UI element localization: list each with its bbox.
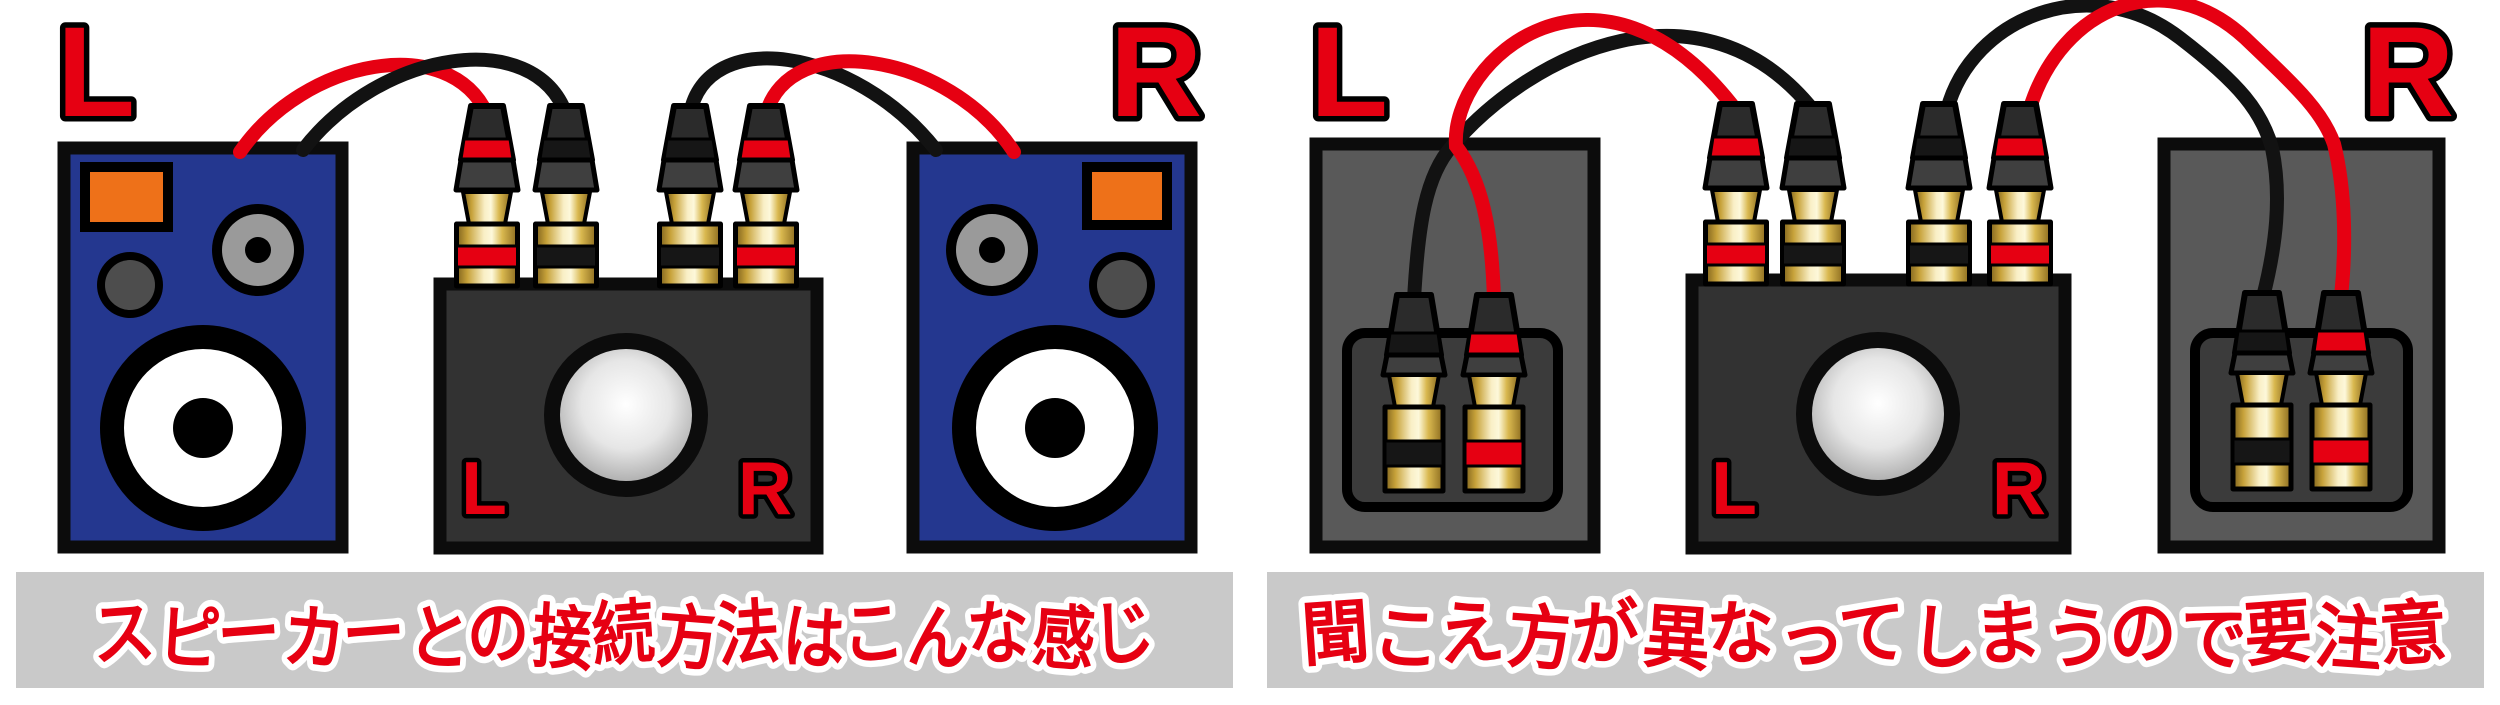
terminal-plug-rear-right-red <box>2310 293 2372 489</box>
terminal-panel <box>1342 328 1563 512</box>
volume-knob-icon <box>1812 348 1944 480</box>
cable-black-amp-to-right-speaker <box>683 51 943 157</box>
cable-black-rear-left-to-amp <box>1407 28 1820 307</box>
bass-port-icon <box>80 162 173 232</box>
cable-red-amp-to-right-speaker <box>759 54 1021 159</box>
mid-driver-icon <box>97 252 163 318</box>
amp-body <box>433 277 824 555</box>
cable-red-rear-left-to-amp <box>1448 13 1743 307</box>
woofer-icon <box>952 325 1158 531</box>
tweeter-icon <box>946 204 1038 296</box>
banana-plug-amp-right-1-red <box>1705 104 1767 284</box>
banana-plug-amp-left-4-red <box>735 106 797 286</box>
amp-channel-label-right: R <box>738 446 792 530</box>
channel-label-right-L: L <box>1310 1 1388 144</box>
amp-right: L R <box>1685 273 2072 555</box>
cables <box>233 0 2352 307</box>
banana-plug-amp-left-2-black <box>535 106 597 286</box>
front-speaker-right <box>906 141 1198 554</box>
amp-channel-label-left: L <box>461 446 507 530</box>
bass-port-icon <box>1082 162 1172 230</box>
amp-channel-label-left: L <box>1711 446 1757 530</box>
rear-speaker-left <box>1309 137 1601 554</box>
terminal-plug-rear-left-black <box>1383 295 1445 491</box>
terminal-panel <box>2190 328 2413 512</box>
amp-left: L R <box>433 277 824 555</box>
banana-plug-amp-left-1-red <box>456 106 518 286</box>
banana-plug-amp-right-2-black <box>1782 104 1844 284</box>
caption-bar-left <box>16 572 1233 688</box>
woofer-icon <box>100 325 306 531</box>
cable-black-left-speaker-to-amp <box>296 52 573 157</box>
amp-channel-label-right: R <box>1992 446 2046 530</box>
tweeter-icon <box>212 204 304 296</box>
front-speaker-left <box>57 141 349 554</box>
cable-black-amp-to-rear-right <box>1940 0 2284 304</box>
cable-red-left-speaker-to-amp <box>233 57 494 159</box>
caption-bar-right <box>1267 572 2484 688</box>
banana-plug-amp-right-4-red <box>1989 104 2051 284</box>
channel-label-right-R: R <box>2362 1 2454 144</box>
terminal-plug-rear-left-red <box>1463 295 1525 491</box>
banana-plug-amp-left-3-black <box>659 106 721 286</box>
cable-red-amp-to-rear-right <box>2023 0 2352 304</box>
channel-label-left-L: L <box>57 1 135 144</box>
terminal-plug-rear-right-black <box>2231 293 2293 489</box>
mid-driver-icon <box>1089 252 1155 318</box>
caption-text-right: 聞こえ方が異なってしまうので要注意 <box>1299 592 2449 679</box>
volume-knob-icon <box>560 349 692 481</box>
banana-plug-amp-right-3-black <box>1908 104 1970 284</box>
rear-speaker-right <box>2157 137 2446 554</box>
channel-label-left-R: R <box>1110 1 1202 144</box>
caption-text-left: スピーカーとの接続方法はこんな感じ <box>90 593 1157 680</box>
